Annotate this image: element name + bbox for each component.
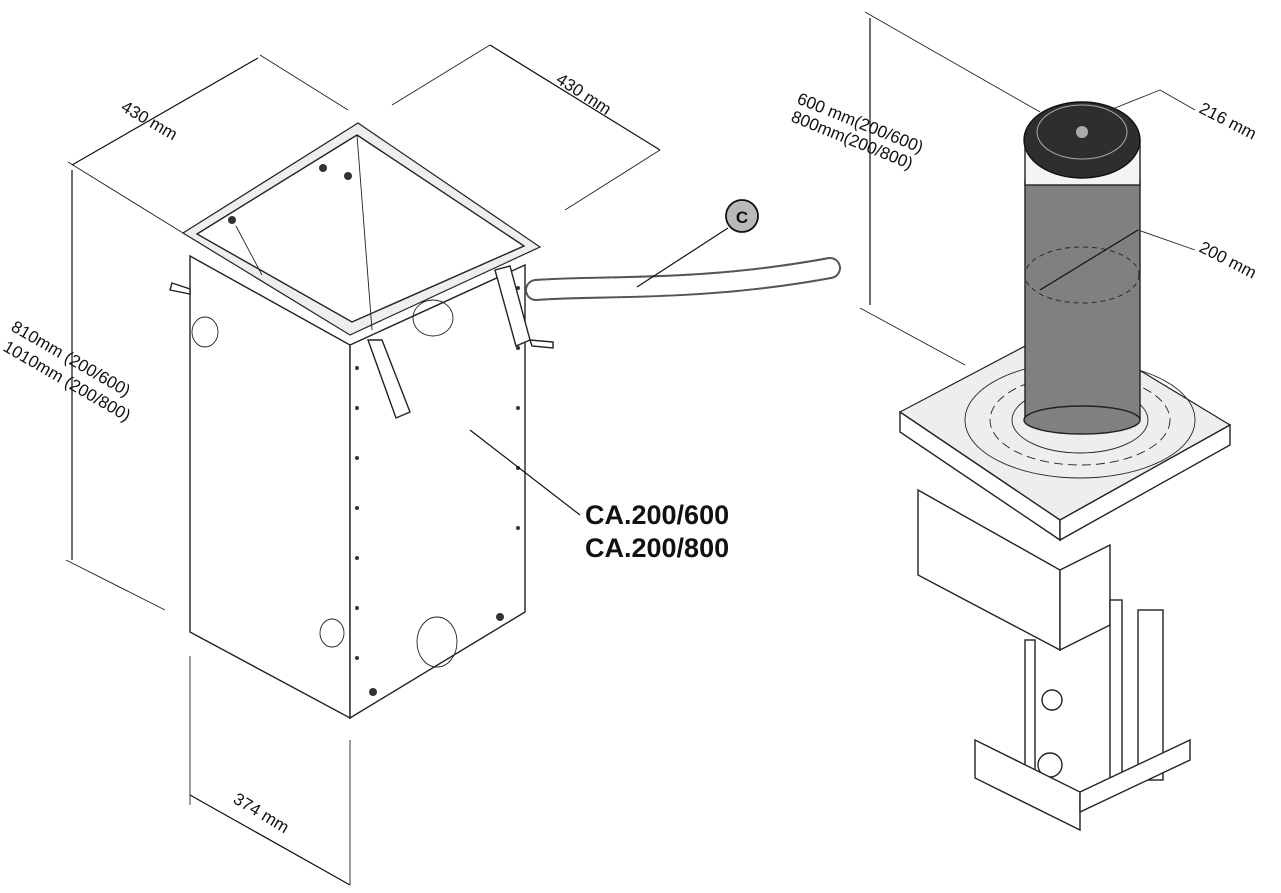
model-label-800: CA.200/800 <box>585 533 729 563</box>
model-label-600: CA.200/600 <box>585 500 729 530</box>
bollard-dimensions <box>859 11 1196 366</box>
bollard-diameter-label: 200 mm <box>1196 238 1259 283</box>
corrugated-conduit <box>525 257 841 301</box>
cabinet-depth-label: 430 mm <box>553 69 615 118</box>
cabinet-base-label: 374 mm <box>230 789 292 837</box>
cabinet-dimensions <box>65 44 661 886</box>
foundation-cabinet <box>169 122 554 720</box>
cabinet-width-label: 430 mm <box>118 97 181 144</box>
model-leader-line <box>469 429 581 516</box>
callout-c: C <box>636 199 759 288</box>
bollard-assembly <box>898 101 1232 832</box>
callout-letter: C <box>736 208 748 227</box>
bollard-top-diameter-label: 216 mm <box>1196 99 1259 144</box>
